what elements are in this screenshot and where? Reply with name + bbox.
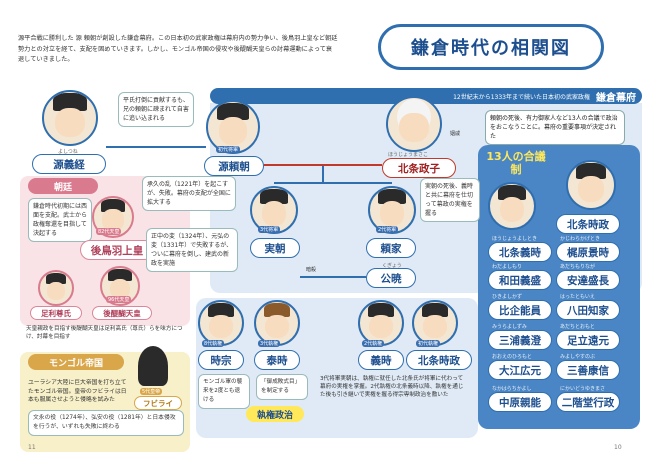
line-children <box>322 166 324 184</box>
yoriie-name: 頼家 <box>366 238 416 258</box>
yoritomo-name: 源頼朝 <box>204 156 264 176</box>
yoshitsune-name: 源義経 <box>32 154 106 174</box>
council-member-ruby: おおえのひろもと <box>492 354 532 360</box>
yoshitsune-note: 平氏打倒に貢献するも、兄の頼朝に疎まれて自害に追い込まれる <box>118 92 194 127</box>
tokimune-name: 時宗 <box>198 350 244 370</box>
line-yoshitsune <box>106 146 206 148</box>
council-member-name: 安達盛長 <box>556 270 620 290</box>
genko-note: 正中の変（1324年）、元弘の変（1331年）で失敗するが、ついに幕府を倒し、建… <box>146 228 238 272</box>
council-member-ruby: なかはらちかよし <box>492 386 532 392</box>
masako-ruby: ほうじょうまさこ <box>388 152 429 158</box>
godaigo-tag: 96代天皇 <box>106 296 132 303</box>
yasutoki-tag: 3代執権 <box>258 340 281 347</box>
kugyo-ruby: くぎょう <box>382 263 402 269</box>
yoshitsune-portrait <box>42 90 98 146</box>
council-member-ruby: わだよしもり <box>492 264 523 270</box>
council-member-name: 八田知家 <box>556 300 620 320</box>
council-member-name: 大江広元 <box>488 360 552 380</box>
council-member-name: 比企能員 <box>488 300 552 320</box>
bakufu-period: 12世紀末から1333年まで続いた日本初の武家政権 <box>453 93 590 101</box>
yoriie-tag: 2代将軍 <box>376 226 399 233</box>
takauji-name: 足利尊氏 <box>30 306 82 320</box>
tokimune-note: モンゴル軍の襲来を2度とも退ける <box>198 374 250 409</box>
council-member-ruby: ひきよしかず <box>492 294 523 300</box>
godaigo-note: 天皇親政を目指す後醍醐天皇は足利高氏（尊氏）らを味方につけ、討幕を目指す <box>26 326 183 340</box>
council-member-ruby: はったともいえ <box>560 294 595 300</box>
council-member-name: 三浦義澄 <box>488 330 552 350</box>
yoshitoki-tag: 2代執権 <box>362 340 385 347</box>
kublai-silhouette <box>138 346 168 386</box>
council-member-name: 中原親能 <box>488 392 552 412</box>
yoriie-portrait <box>368 186 416 234</box>
council-member-name: 梶原景時 <box>556 242 620 262</box>
intro-text: 源平合戦に勝利した 源 頼朝が創設した鎌倉幕府。この日本初の武家政権は幕府内の勢… <box>18 35 338 63</box>
page-number-left: 11 <box>28 444 36 451</box>
council-member-ruby: かじわらかげとき <box>560 236 601 242</box>
bakufu-label: 鎌倉幕府 <box>596 92 636 104</box>
council-member-name: 二階堂行政 <box>556 392 620 412</box>
kugyo-name: 公暁 <box>366 268 416 288</box>
gotoba-name: 後鳥羽上皇 <box>80 240 154 260</box>
page-number-right: 10 <box>614 444 622 451</box>
line-marriage <box>264 164 382 166</box>
gotoba-tag: 82代天皇 <box>96 228 122 235</box>
council-member-ruby: にかいどうゆきまさ <box>560 386 606 392</box>
masako-name: 北条政子 <box>382 158 456 178</box>
council-member-name: 和田義盛 <box>488 270 552 290</box>
kublai-tag: 5代皇帝 <box>140 388 163 395</box>
yoshitoki-portrait <box>488 182 536 230</box>
yoshitoki-lower-portrait <box>358 300 404 346</box>
council-member-name: 三善康信 <box>556 360 620 380</box>
tokimune-portrait <box>198 300 244 346</box>
mongol-header: モンゴル帝国 <box>28 354 124 370</box>
kublai-name: フビライ <box>134 396 182 410</box>
masako-portrait <box>386 96 442 152</box>
godaigo-name: 後醍醐天皇 <box>92 306 152 320</box>
yasutoki-portrait <box>254 300 300 346</box>
council-note: 頼朝の死後、有力御家人など13人の合議で政治をおこなうことに。幕府の重要事項が決… <box>485 110 625 145</box>
council-member-ruby: ほうじょうよしとき <box>492 236 538 242</box>
tokimasa-tag: 初代執権 <box>416 340 441 347</box>
tokimasa-name: 北条時政 <box>406 350 472 370</box>
masako-note: 実朝の死後、義時と共に幕府を仕切って幕政の実権を握る <box>420 178 480 222</box>
shikken-label: 執権政治 <box>246 406 304 422</box>
council-member-name: 足立遠元 <box>556 330 620 350</box>
sanetomo-tag: 3代将軍 <box>258 226 281 233</box>
bakufu-bar: 12世紀末から1333年まで続いた日本初の武家政権 鎌倉幕府 <box>210 88 642 104</box>
council-title: 13人の合議制 <box>486 150 546 176</box>
kinship-label: 姻戚 <box>450 131 461 137</box>
takauji-portrait <box>38 270 74 306</box>
shikken-note: 3代将軍実朝は、執権に就任した北条氏が将軍に代わって幕府の実権を掌握。2代執権の… <box>320 376 464 398</box>
yoritomo-tag: 初代将軍 <box>216 146 241 153</box>
council-member-ruby: あだちとおもと <box>560 324 595 330</box>
line-siblings <box>274 182 392 184</box>
council-member-name: 北条時政 <box>556 214 620 234</box>
page-title: 鎌倉時代の相関図 <box>378 24 604 70</box>
line-kugyo <box>300 276 366 278</box>
mongol-invasion-note: 文永の役（1274年）、弘安の役（1281年）と日本侵攻を行うが、いずれも失敗に… <box>28 410 184 436</box>
council-member-ruby: みうらよしずみ <box>492 324 527 330</box>
mongol-note: ユーラシア大陸に巨大帝国を打ち立てたモンゴル帝国。皇帝のフビライは日本も服属させ… <box>28 380 127 403</box>
yoritomo-portrait <box>206 100 260 154</box>
jokyu-note: 承久の乱（1221年）を起こすが、失敗。幕府の支配が全国に拡大する <box>142 176 236 211</box>
yasutoki-note: 「御成敗式目」を制定する <box>256 374 308 400</box>
council-member-ruby: みよしやすのぶ <box>560 354 595 360</box>
council-member-name: 北条義時 <box>488 242 552 262</box>
yoshitsune-ruby: よしつね <box>58 149 78 155</box>
chotei-header: 朝廷 <box>28 178 98 194</box>
council-member-ruby: あだちもりなが <box>560 264 596 270</box>
sanetomo-name: 実朝 <box>250 238 300 258</box>
tokimune-tag: 8代執権 <box>202 340 225 347</box>
chotei-note: 鎌倉時代初期には西面を支配。武士から政権奪還を目指して決起する <box>28 198 92 242</box>
yasutoki-name: 泰時 <box>254 350 300 370</box>
assassinate-label: 暗殺 <box>306 267 317 273</box>
tokimasa-council-portrait <box>566 160 616 210</box>
yoshitoki-name: 義時 <box>358 350 404 370</box>
